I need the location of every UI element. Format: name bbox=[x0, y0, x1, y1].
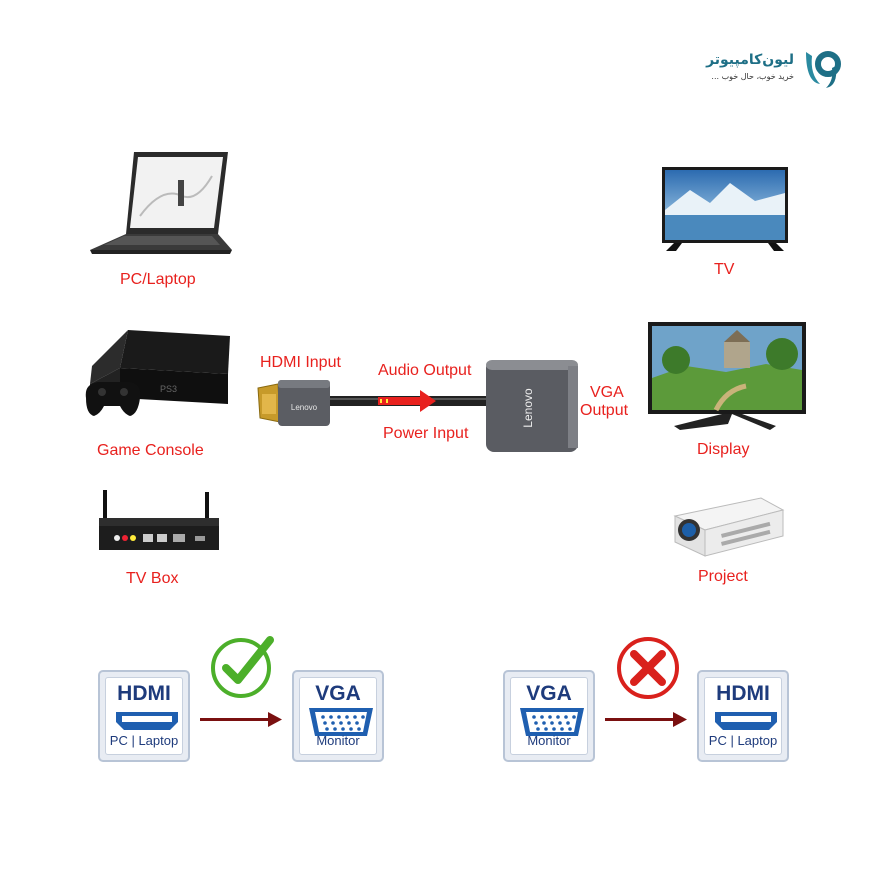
monitor-icon bbox=[648, 322, 806, 430]
label-tv-box: TV Box bbox=[126, 570, 179, 587]
hdmi-port-icon bbox=[116, 712, 178, 730]
label-display: Display bbox=[697, 441, 750, 458]
card-title: VGA bbox=[526, 682, 572, 705]
label-vga-output-line1: VGA bbox=[590, 384, 624, 401]
adapter-brand-mark: Lenovo bbox=[521, 388, 535, 428]
arrow-right-icon bbox=[605, 712, 687, 727]
cross-icon bbox=[617, 637, 679, 699]
card-vga-monitor-source: VGA Monitor bbox=[503, 670, 595, 762]
card-title: VGA bbox=[315, 682, 361, 705]
card-title: HDMI bbox=[716, 682, 770, 705]
cable-brand-mark: Lenovo bbox=[291, 403, 318, 412]
label-projector: Project bbox=[698, 568, 748, 585]
label-game-console: Game Console bbox=[97, 442, 204, 459]
hdmi-port-icon bbox=[715, 712, 777, 730]
card-subtitle: Monitor bbox=[316, 733, 360, 748]
svg-text:PS3: PS3 bbox=[160, 384, 177, 394]
tv-box-icon bbox=[99, 490, 219, 550]
check-icon bbox=[211, 636, 274, 698]
label-vga-output-line2: Output bbox=[580, 402, 629, 419]
card-hdmi-pc-laptop-target: HDMI PC | Laptop bbox=[697, 670, 789, 762]
card-hdmi-pc-laptop: HDMI PC | Laptop bbox=[98, 670, 190, 762]
tv-icon bbox=[662, 167, 788, 251]
card-title: HDMI bbox=[117, 682, 171, 705]
label-hdmi-input: HDMI Input bbox=[260, 354, 341, 371]
card-subtitle: PC | Laptop bbox=[109, 733, 179, 748]
game-console-icon: PS3 bbox=[85, 330, 230, 416]
label-pc-laptop: PC/Laptop bbox=[120, 271, 196, 288]
card-subtitle: Monitor bbox=[527, 733, 571, 748]
brand-name: لیون‌کامپیوتر bbox=[706, 52, 794, 68]
hdmi-vga-adapter: Lenovo Lenovo bbox=[257, 360, 578, 452]
brand-mark-icon bbox=[806, 51, 841, 88]
laptop-icon bbox=[90, 152, 232, 254]
label-tv: TV bbox=[714, 261, 735, 278]
arrow-right-icon bbox=[200, 712, 282, 727]
label-power-input: Power Input bbox=[383, 425, 469, 442]
label-audio-output: Audio Output bbox=[378, 362, 472, 379]
projector-icon bbox=[673, 497, 785, 557]
vga-port-icon bbox=[520, 708, 584, 736]
card-vga-monitor: VGA Monitor bbox=[292, 670, 384, 762]
brand-tagline: خرید خوب، حال خوب ... bbox=[711, 72, 794, 81]
card-subtitle: PC | Laptop bbox=[708, 733, 778, 748]
vga-port-icon bbox=[309, 708, 373, 736]
